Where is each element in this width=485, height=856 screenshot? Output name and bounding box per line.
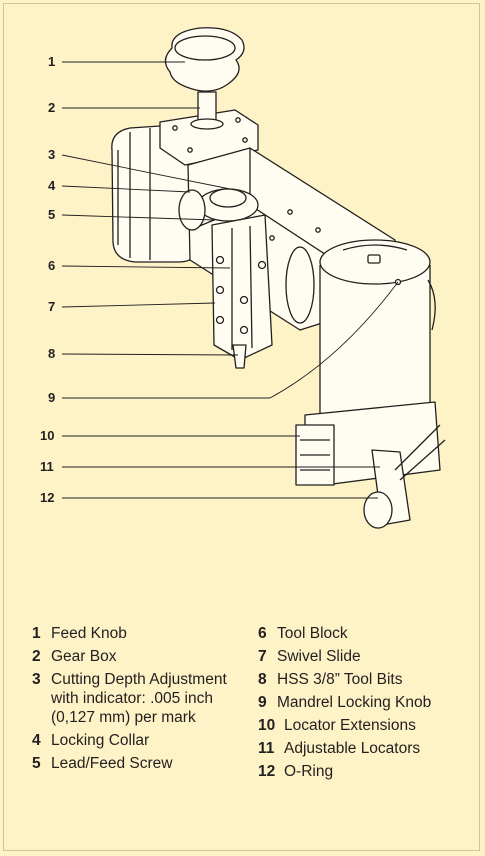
callout-number-7: 7: [48, 299, 56, 314]
legend-item: 1 Feed Knob: [32, 624, 237, 643]
legend-item: 5 Lead/Feed Screw: [32, 754, 237, 773]
legend-label: Gear Box: [51, 648, 117, 665]
legend-label: Mandrel Locking Knob: [277, 694, 432, 711]
callout-number-9: 9: [48, 390, 56, 405]
legend-item: 11 Adjustable Locators: [258, 739, 473, 758]
legend-number: 3: [32, 671, 41, 688]
leader-line-9: [62, 281, 399, 399]
legend-number: 5: [32, 755, 41, 772]
legend-number: 8: [258, 671, 267, 688]
machine-illustration: [61, 27, 446, 529]
legend-right-column: 6 Tool Block 7 Swivel Slide 8 HSS 3/8” T…: [258, 624, 473, 785]
callout-number-11: 11: [40, 459, 54, 474]
tool-block-shape: [211, 214, 273, 361]
callout-number-12: 12: [40, 490, 55, 505]
callout-number-2: 2: [48, 100, 56, 115]
legend-label: Locking Collar: [51, 732, 150, 749]
legend-item: 4 Locking Collar: [32, 731, 237, 750]
legend-item: 7 Swivel Slide: [258, 647, 473, 666]
callout-number-10: 10: [40, 428, 55, 443]
legend-number: 10: [258, 717, 276, 734]
leader-line-4: [61, 185, 191, 193]
legend-item: 12 O-Ring: [258, 762, 473, 781]
leader-line-3: [61, 154, 236, 191]
legend-number: 12: [258, 763, 276, 780]
leader-line-7: [61, 302, 216, 308]
legend-number: 11: [258, 740, 275, 757]
legend-number: 4: [32, 732, 41, 749]
legend-number: 6: [258, 625, 267, 642]
legend-label: Feed Knob: [51, 625, 127, 642]
legend-item: 9 Mandrel Locking Knob: [258, 693, 473, 712]
legend-item: 8 HSS 3/8” Tool Bits: [258, 670, 473, 689]
gear-box-shape: [159, 109, 259, 166]
leader-line-5: [61, 214, 216, 221]
legend-label: Cutting Depth Adjustment with indicator:…: [51, 671, 227, 726]
callout-number-8: 8: [48, 346, 56, 361]
legend-label: HSS 3/8” Tool Bits: [277, 671, 403, 688]
legend-item: 3 Cutting Depth Adjustment with indicato…: [32, 670, 237, 727]
leader-line-6: [61, 265, 231, 269]
legend-number: 9: [258, 694, 267, 711]
legend-item: 6 Tool Block: [258, 624, 473, 643]
locking-collar-shape: [178, 189, 206, 231]
legend-label: Swivel Slide: [277, 648, 361, 665]
legend-left-column: 1 Feed Knob 2 Gear Box 3 Cutting Depth A…: [32, 624, 237, 777]
legend-number: 7: [258, 648, 267, 665]
legend-item: 2 Gear Box: [32, 647, 237, 666]
legend-label: Adjustable Locators: [284, 740, 421, 757]
callout-number-1: 1: [48, 54, 56, 69]
tool-bit-shape: [232, 344, 247, 369]
legend-label: Locator Extensions: [284, 717, 416, 734]
callout-number-4: 4: [48, 178, 56, 193]
callout-number-3: 3: [48, 147, 56, 162]
legend-label: Lead/Feed Screw: [51, 755, 173, 772]
o-ring-shape: [363, 491, 393, 529]
legend-label: Tool Block: [277, 625, 348, 642]
legend-item: 10 Locator Extensions: [258, 716, 473, 735]
callout-number-5: 5: [48, 207, 56, 222]
figure-frame: [3, 3, 480, 851]
legend-label: O-Ring: [284, 763, 334, 780]
leader-line-8: [61, 353, 239, 356]
callout-number-6: 6: [48, 258, 56, 273]
legend-number: 1: [32, 625, 41, 642]
legend-number: 2: [32, 648, 41, 665]
